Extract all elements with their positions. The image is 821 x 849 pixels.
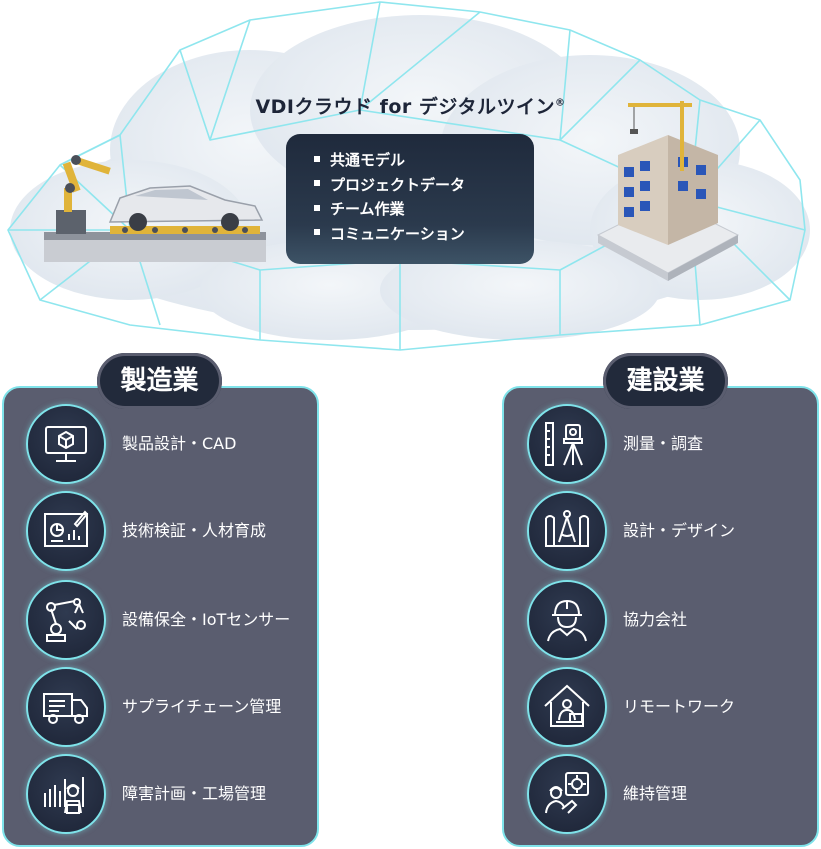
presentation-board-icon [26, 491, 106, 571]
construction-item: 協力会社 [527, 580, 807, 660]
construction-item-label: 維持管理 [623, 784, 688, 803]
manufacturing-item-label: 障害計画・工場管理 [122, 784, 267, 803]
manufacturing-item-label: 技術検証・人材育成 [122, 521, 267, 540]
manufacturing-item: サプライチェーン管理 [26, 667, 316, 747]
cloud-title-text: VDIクラウド for デジタルツイン [255, 96, 556, 118]
construction-item: 維持管理 [527, 754, 807, 834]
worker-helmet-icon [527, 580, 607, 660]
manufacturing-item-label: 製品設計・CAD [122, 434, 237, 453]
feature-item: コミュニケーション [314, 222, 534, 247]
construction-item-label: 設計・デザイン [623, 521, 736, 540]
manufacturing-label: 製造業 [97, 353, 222, 409]
construction-item-label: 協力会社 [623, 610, 688, 629]
cloud-title: VDIクラウド for デジタルツイン® [0, 92, 821, 119]
feature-item: 共通モデル [314, 148, 534, 173]
manufacturing-item: 障害計画・工場管理 [26, 754, 316, 834]
construction-item: 設計・デザイン [527, 491, 807, 571]
construction-item-label: リモートワーク [623, 697, 736, 716]
manufacturing-item-label: 設備保全・IoTセンサー [122, 610, 291, 629]
feature-item: プロジェクトデータ [314, 173, 534, 198]
factory-worker-icon [26, 754, 106, 834]
blueprint-compass-icon [527, 491, 607, 571]
construction-item: リモートワーク [527, 667, 807, 747]
manufacturing-item: 設備保全・IoTセンサー [26, 580, 316, 660]
feature-item: チーム作業 [314, 197, 534, 222]
construction-item: 測量・調査 [527, 404, 807, 484]
manufacturing-item: 製品設計・CAD [26, 404, 306, 484]
house-remote-work-icon [527, 667, 607, 747]
construction-label: 建設業 [603, 353, 728, 409]
monitor-cube-icon [26, 404, 106, 484]
car-assembly-illustration [44, 155, 266, 262]
building-construction-illustration [596, 101, 740, 281]
surveying-instrument-icon [527, 404, 607, 484]
construction-item-label: 測量・調査 [623, 434, 704, 453]
manufacturing-item-label: サプライチェーン管理 [122, 697, 282, 716]
maintenance-gear-icon [527, 754, 607, 834]
robot-arm-icon [26, 580, 106, 660]
registered-mark: ® [555, 97, 566, 109]
feature-list: 共通モデル プロジェクトデータ チーム作業 コミュニケーション [286, 134, 534, 264]
manufacturing-item: 技術検証・人材育成 [26, 491, 306, 571]
delivery-truck-icon [26, 667, 106, 747]
